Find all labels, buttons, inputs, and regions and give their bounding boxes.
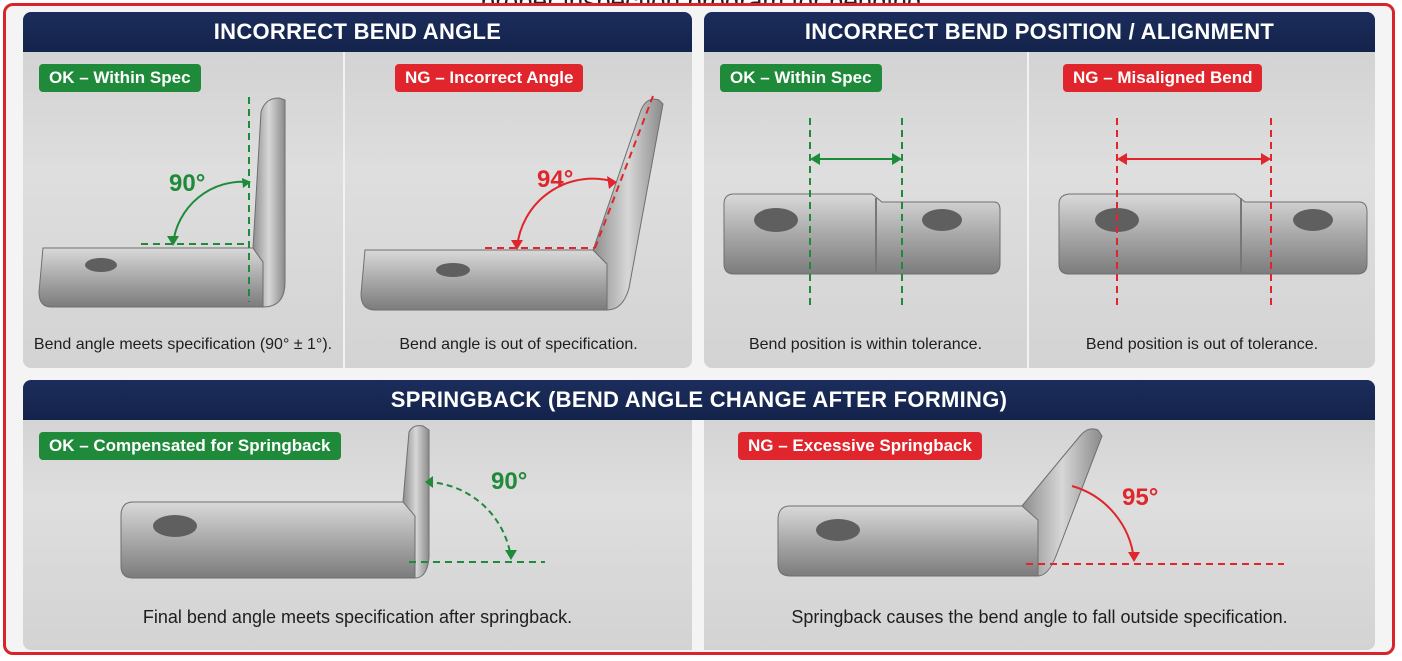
section-title: SPRINGBACK (BEND ANGLE CHANGE AFTER FORM… [23, 380, 1375, 420]
panel-caption: Bend angle meets specification (90° ± 1°… [33, 336, 333, 353]
bracket-springback-compensated-illustration [120, 425, 545, 579]
panel-bend-angle-ok: 90° OK – Within Spec Bend angle meets sp… [23, 52, 343, 368]
ng-badge: NG – Excessive Springback [738, 432, 982, 460]
ok-badge: OK – Within Spec [39, 64, 201, 92]
panel-bend-angle-ng: 94° NG – Incorrect Angle Bend angle is o… [345, 52, 692, 368]
section-bend-angle: INCORRECT BEND ANGLE 90° OK – Within Spe… [23, 12, 692, 368]
bracket-excessive-springback-illustration [777, 428, 1284, 577]
panel-caption: Bend position is within tolerance. [748, 336, 983, 353]
panel-caption: Bend position is out of tolerance. [1085, 336, 1319, 353]
angle-label-90: 90° [491, 468, 528, 495]
panel-caption: Bend angle is out of specification. [399, 336, 638, 353]
panel-bend-position-ng: NG – Misaligned Bend Bend position is ou… [1029, 52, 1375, 368]
section-title: INCORRECT BEND ANGLE [23, 12, 692, 52]
ng-badge: NG – Misaligned Bend [1063, 64, 1263, 92]
ng-badge: NG – Incorrect Angle [395, 64, 584, 92]
section-bend-position: INCORRECT BEND POSITION / ALIGNMENT OK –… [704, 12, 1375, 368]
section-title: INCORRECT BEND POSITION / ALIGNMENT [704, 12, 1375, 52]
panel-springback-ng: 95° NG – Excessive Springback Springback… [704, 420, 1375, 650]
panel-caption: Springback causes the bend angle to fall… [791, 607, 1288, 627]
angle-label-94: 94° [537, 166, 574, 193]
panel-divider [1027, 52, 1029, 368]
ok-badge: OK – Compensated for Springback [39, 432, 341, 460]
section-springback: SPRINGBACK (BEND ANGLE CHANGE AFTER FORM… [23, 380, 1375, 650]
panel-divider [343, 52, 345, 368]
ok-badge: OK – Within Spec [720, 64, 882, 92]
panel-bend-position-ok: OK – Within Spec Bend position is within… [704, 52, 1027, 368]
angle-label-90: 90° [169, 170, 206, 197]
panel-caption: Final bend angle meets specification aft… [142, 607, 573, 627]
l-bracket-94-illustration [360, 95, 664, 311]
l-bracket-90-illustration [38, 97, 286, 308]
panel-divider [692, 420, 704, 650]
flat-plate-aligned-illustration [723, 118, 1001, 307]
panel-springback-ok: 90° OK – Compensated for Springback Fina… [23, 420, 692, 650]
flat-plate-misaligned-illustration [1058, 118, 1368, 307]
angle-label-95: 95° [1122, 484, 1159, 511]
